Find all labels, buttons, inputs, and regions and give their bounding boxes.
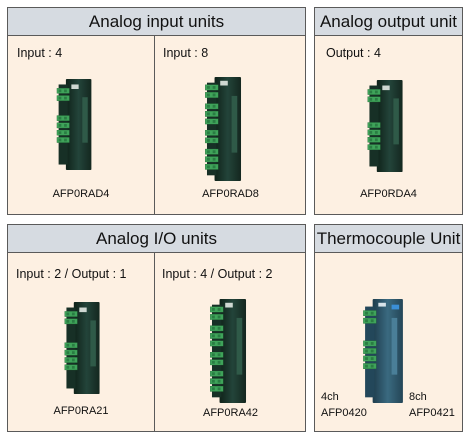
module-image [363, 299, 403, 403]
model-number: AFP0RA21 [53, 405, 109, 417]
analog-output-title: Analog output unit [315, 8, 462, 36]
analog-input-title: Analog input units [8, 8, 305, 36]
analog-io-panel: Analog I/O units Input : 2 / Output : 1 … [7, 224, 306, 432]
module-image [64, 302, 100, 394]
module-image [56, 79, 92, 170]
product-item[interactable]: 4ch AFP0420 [315, 385, 389, 425]
panel-divider [154, 35, 155, 214]
model-number: AFP0420 [321, 407, 367, 419]
model-number: AFP0RA42 [202, 407, 259, 419]
product-spec: Input : 4 [17, 46, 63, 60]
product-spec: Input : 2 / Output : 1 [16, 267, 127, 281]
thermocouple-panel: Thermocouple Unit 4ch AFP0420 8ch AFP042… [314, 224, 463, 432]
product-spec: 8ch [409, 391, 427, 403]
model-number: AFP0RAD4 [52, 188, 110, 200]
product-item[interactable]: 8ch AFP0421 [389, 385, 463, 425]
analog-input-panel: Analog input units Input : 4 AFP0RAD4 In… [7, 7, 306, 215]
product-item[interactable]: Input : 4 AFP0RAD4 [8, 35, 154, 215]
module-image [205, 77, 242, 181]
module-image [367, 80, 403, 172]
model-number: AFP0RDA4 [360, 188, 417, 200]
product-item[interactable]: Input : 8 AFP0RAD8 [155, 35, 306, 215]
analog-io-title: Analog I/O units [8, 225, 305, 253]
product-item[interactable]: Input : 2 / Output : 1 AFP0RA21 [8, 252, 154, 432]
product-spec: Input : 8 [163, 46, 209, 60]
product-item[interactable]: Output : 4 AFP0RDA4 [315, 35, 462, 215]
module-image [210, 299, 247, 403]
model-number: AFP0421 [409, 407, 455, 419]
product-spec: Input : 4 / Output : 2 [162, 267, 273, 281]
product-item[interactable]: Input : 4 / Output : 2 AFP0RA42 [155, 252, 306, 432]
product-spec: Output : 4 [326, 46, 381, 60]
panel-divider [154, 252, 155, 431]
analog-output-panel: Analog output unit Output : 4 AFP0RDA4 [314, 7, 463, 215]
product-spec: 4ch [321, 391, 339, 403]
model-number: AFP0RAD8 [202, 188, 259, 200]
thermocouple-title: Thermocouple Unit [315, 225, 462, 253]
